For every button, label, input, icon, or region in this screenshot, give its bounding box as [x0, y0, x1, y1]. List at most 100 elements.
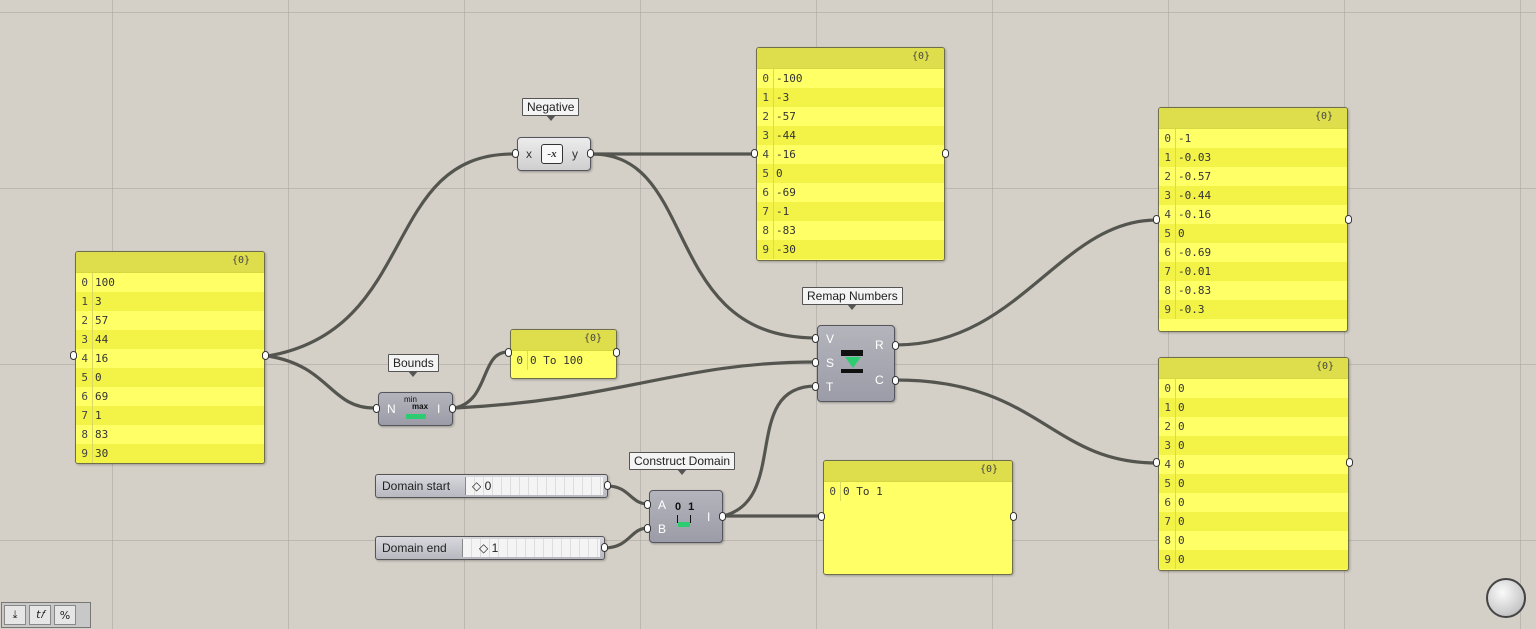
- construct-domain-component[interactable]: A B 0 1 I: [649, 490, 723, 543]
- negative-panel-right-grip[interactable]: [942, 149, 949, 158]
- panel-row: 9-0.3: [1159, 300, 1347, 319]
- bounds-icon: min max: [401, 395, 431, 423]
- row-separator: [1175, 262, 1176, 281]
- construct-domain-a-grip[interactable]: [644, 500, 651, 509]
- row-index: 6: [1164, 246, 1171, 259]
- panel-row: 3-0.44: [1159, 186, 1347, 205]
- row-index: 0: [829, 485, 836, 498]
- negative-panel-left-grip[interactable]: [751, 149, 758, 158]
- construct-domain-icon-text: 0 1: [675, 501, 697, 513]
- navigation-ball-icon[interactable]: [1486, 578, 1526, 618]
- input-panel-right-grip[interactable]: [262, 351, 269, 360]
- row-index: 2: [1164, 170, 1171, 183]
- row-value: 44: [95, 333, 109, 346]
- bounds-panel-left-grip[interactable]: [505, 348, 512, 357]
- bounds-in-grip[interactable]: [373, 404, 380, 413]
- remap-t-grip[interactable]: [812, 382, 819, 391]
- panel-row: 0-1: [1159, 129, 1347, 148]
- bounds-panel-right-grip[interactable]: [613, 348, 620, 357]
- construct-domain-tag: Construct Domain: [629, 452, 736, 475]
- row-value: -69: [776, 186, 796, 199]
- domain-end-slider[interactable]: Domain end ◇ 1: [375, 536, 605, 560]
- row-index: 3: [1164, 189, 1171, 202]
- construct-domain-input-b[interactable]: B: [658, 522, 667, 536]
- negative-output-y[interactable]: y: [572, 147, 578, 161]
- negative-component[interactable]: x -x y: [517, 137, 591, 171]
- domain-start-grip[interactable]: [604, 481, 611, 490]
- row-value: -100: [776, 72, 803, 85]
- row-index: 3: [762, 129, 769, 142]
- panel-header: {0}: [1159, 358, 1348, 379]
- negative-input-x[interactable]: x: [526, 147, 532, 161]
- domain-panel-left-grip[interactable]: [818, 512, 825, 521]
- row-index: 5: [81, 371, 88, 384]
- row-separator: [1175, 243, 1176, 262]
- remap-input-v[interactable]: V: [826, 332, 835, 346]
- construct-domain-output-i[interactable]: I: [707, 510, 711, 524]
- remap-output-c[interactable]: C: [875, 373, 884, 387]
- row-value: -30: [776, 243, 796, 256]
- remap-output-r[interactable]: R: [875, 338, 884, 352]
- construct-domain-b-grip[interactable]: [644, 524, 651, 533]
- row-index: 0: [516, 354, 523, 367]
- row-value: 30: [95, 447, 109, 460]
- remap-result-right-grip[interactable]: [1345, 215, 1352, 224]
- negative-in-grip[interactable]: [512, 149, 519, 158]
- domain-end-grip[interactable]: [601, 543, 608, 552]
- row-value: -0.83: [1178, 284, 1212, 297]
- bounds-out-grip[interactable]: [449, 404, 456, 413]
- row-separator: [1175, 398, 1176, 417]
- slider-track[interactable]: ◇ 0: [465, 477, 603, 495]
- remap-clipped-left-grip[interactable]: [1153, 458, 1160, 467]
- row-separator: [92, 292, 93, 311]
- bounds-component[interactable]: N min max I: [378, 392, 453, 426]
- domain-start-slider[interactable]: Domain start ◇ 0: [375, 474, 608, 498]
- bounds-input-n[interactable]: N: [387, 402, 396, 416]
- construct-domain-out-grip[interactable]: [719, 512, 726, 521]
- panel-row: 6-69: [757, 183, 944, 202]
- row-separator: [1175, 281, 1176, 300]
- panel-path: {0}: [583, 333, 602, 344]
- row-separator: [1175, 455, 1176, 474]
- domain-panel-right-grip[interactable]: [1010, 512, 1017, 521]
- remap-r-grip[interactable]: [892, 341, 899, 350]
- wire-bounds-to-panel: [453, 350, 510, 410]
- slider-track[interactable]: ◇ 1: [462, 539, 600, 557]
- function-icon[interactable]: t𝑓: [29, 605, 51, 625]
- remap-s-grip[interactable]: [812, 358, 819, 367]
- row-index: 1: [81, 295, 88, 308]
- row-index: 8: [81, 428, 88, 441]
- remap-clipped-right-grip[interactable]: [1346, 458, 1353, 467]
- construct-domain-input-a[interactable]: A: [658, 498, 667, 512]
- remap-v-grip[interactable]: [812, 334, 819, 343]
- row-separator: [773, 145, 774, 164]
- row-value: -1: [1178, 132, 1192, 145]
- download-icon[interactable]: ⤓: [4, 605, 26, 625]
- negative-out-grip[interactable]: [587, 149, 594, 158]
- remap-input-s[interactable]: S: [826, 356, 835, 370]
- remap-result-left-grip[interactable]: [1153, 215, 1160, 224]
- row-value: 0: [1178, 382, 1185, 395]
- remap-c-grip[interactable]: [892, 376, 899, 385]
- remap-input-t[interactable]: T: [826, 380, 834, 394]
- bounds-output-i[interactable]: I: [437, 402, 441, 416]
- row-value: 0: [1178, 439, 1185, 452]
- remap-component[interactable]: V S T R C: [817, 325, 895, 402]
- panel-row: 7-1: [757, 202, 944, 221]
- slider-value-text: 1: [491, 541, 499, 555]
- row-separator: [92, 406, 93, 425]
- percent-icon[interactable]: %: [54, 605, 76, 625]
- panel-path: {0}: [231, 255, 250, 266]
- panel-path: {0}: [911, 51, 930, 62]
- bounds-icon-max: max: [412, 402, 429, 411]
- row-value: 0 To 1: [843, 485, 883, 498]
- input-panel-left-grip[interactable]: [70, 351, 77, 360]
